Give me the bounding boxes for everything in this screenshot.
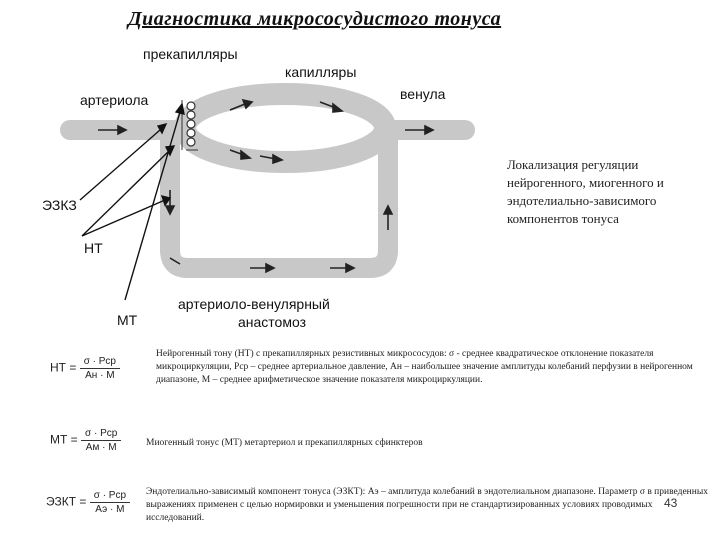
label-anastomosis-2: анастомоз — [238, 314, 306, 330]
label-precapillaries: прекапилляры — [143, 46, 238, 62]
label-nt: НТ — [84, 240, 103, 256]
label-capillaries: капилляры — [285, 64, 356, 80]
formula-lhs: НТ = — [50, 361, 76, 375]
fraction-denominator: Ан · M — [80, 369, 120, 381]
fraction: σ · Pcp Ан · M — [80, 356, 120, 381]
label-mt: МТ — [117, 312, 137, 328]
formula-lhs: ЭЗКТ = — [46, 495, 86, 509]
formula-nt: НТ = σ · Pcp Ан · M — [50, 356, 120, 381]
regulation-note: Локализация регуляции нейрогенного, миог… — [507, 156, 707, 228]
formula-ezkt: ЭЗКТ = σ · Pcp Аэ · M — [46, 490, 130, 515]
label-ezkz: ЭЗКЗ — [42, 197, 77, 213]
fraction-numerator: σ · Pcp — [80, 356, 120, 369]
fraction: σ · Pcp Ам · M — [81, 428, 121, 453]
formula-description-ezkt: Эндотелиально-зависимый компонент тонуса… — [146, 486, 712, 525]
label-anastomosis-1: артериоло-венулярный — [178, 296, 330, 312]
label-venule: венула — [400, 86, 445, 102]
page-number: 43 — [664, 496, 677, 510]
fraction-numerator: σ · Pcp — [90, 490, 130, 503]
fraction-numerator: σ · Pcp — [81, 428, 121, 441]
ezkz-pointer — [80, 130, 160, 200]
fraction-denominator: Аэ · M — [90, 503, 130, 515]
formula-description-mt: Миогенный тонус (МТ) метартериол и прека… — [146, 437, 706, 450]
fraction: σ · Pcp Аэ · M — [90, 490, 130, 515]
formula-mt: МТ = σ · Pcp Ам · M — [50, 428, 121, 453]
formula-description-nt: Нейрогенный тону (НТ) с прекапиллярных р… — [156, 348, 706, 387]
precapillary-sphincter — [187, 102, 195, 146]
formula-lhs: МТ = — [50, 433, 78, 447]
label-arteriole: артериола — [80, 92, 148, 108]
fraction-denominator: Ам · M — [81, 441, 121, 453]
